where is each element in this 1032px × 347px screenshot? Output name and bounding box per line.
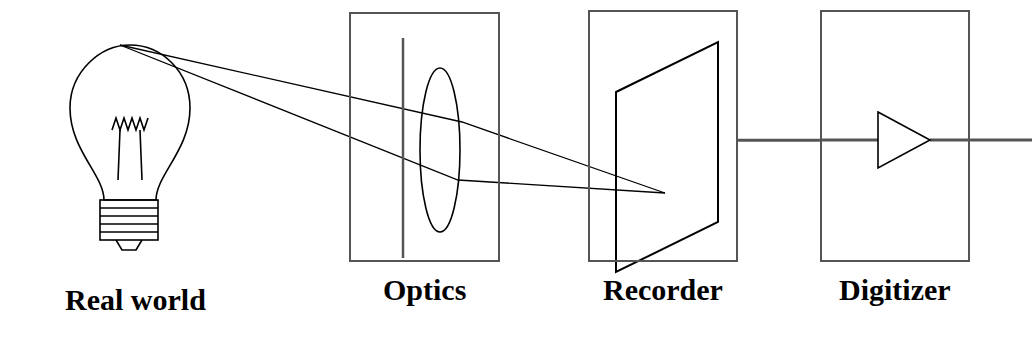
stage-label: Recorder bbox=[603, 273, 723, 306]
stage-label: Digitizer bbox=[839, 273, 951, 306]
signal-connector bbox=[738, 139, 820, 142]
stage-box bbox=[588, 10, 738, 262]
stage-block: Digitizer bbox=[820, 10, 970, 262]
stage-block: Optics bbox=[349, 12, 500, 262]
stage-label: Optics bbox=[383, 273, 466, 306]
sensor-plane bbox=[616, 42, 718, 272]
lens bbox=[420, 68, 460, 232]
stage-box bbox=[820, 10, 970, 262]
scene-label: Real world bbox=[65, 283, 206, 316]
stage-box bbox=[349, 12, 500, 262]
light-bulb bbox=[70, 45, 190, 250]
stage-block: Recorder bbox=[588, 10, 738, 262]
light-rays bbox=[120, 45, 665, 193]
amplifier-symbol bbox=[878, 112, 930, 168]
aperture-stop bbox=[402, 38, 405, 258]
